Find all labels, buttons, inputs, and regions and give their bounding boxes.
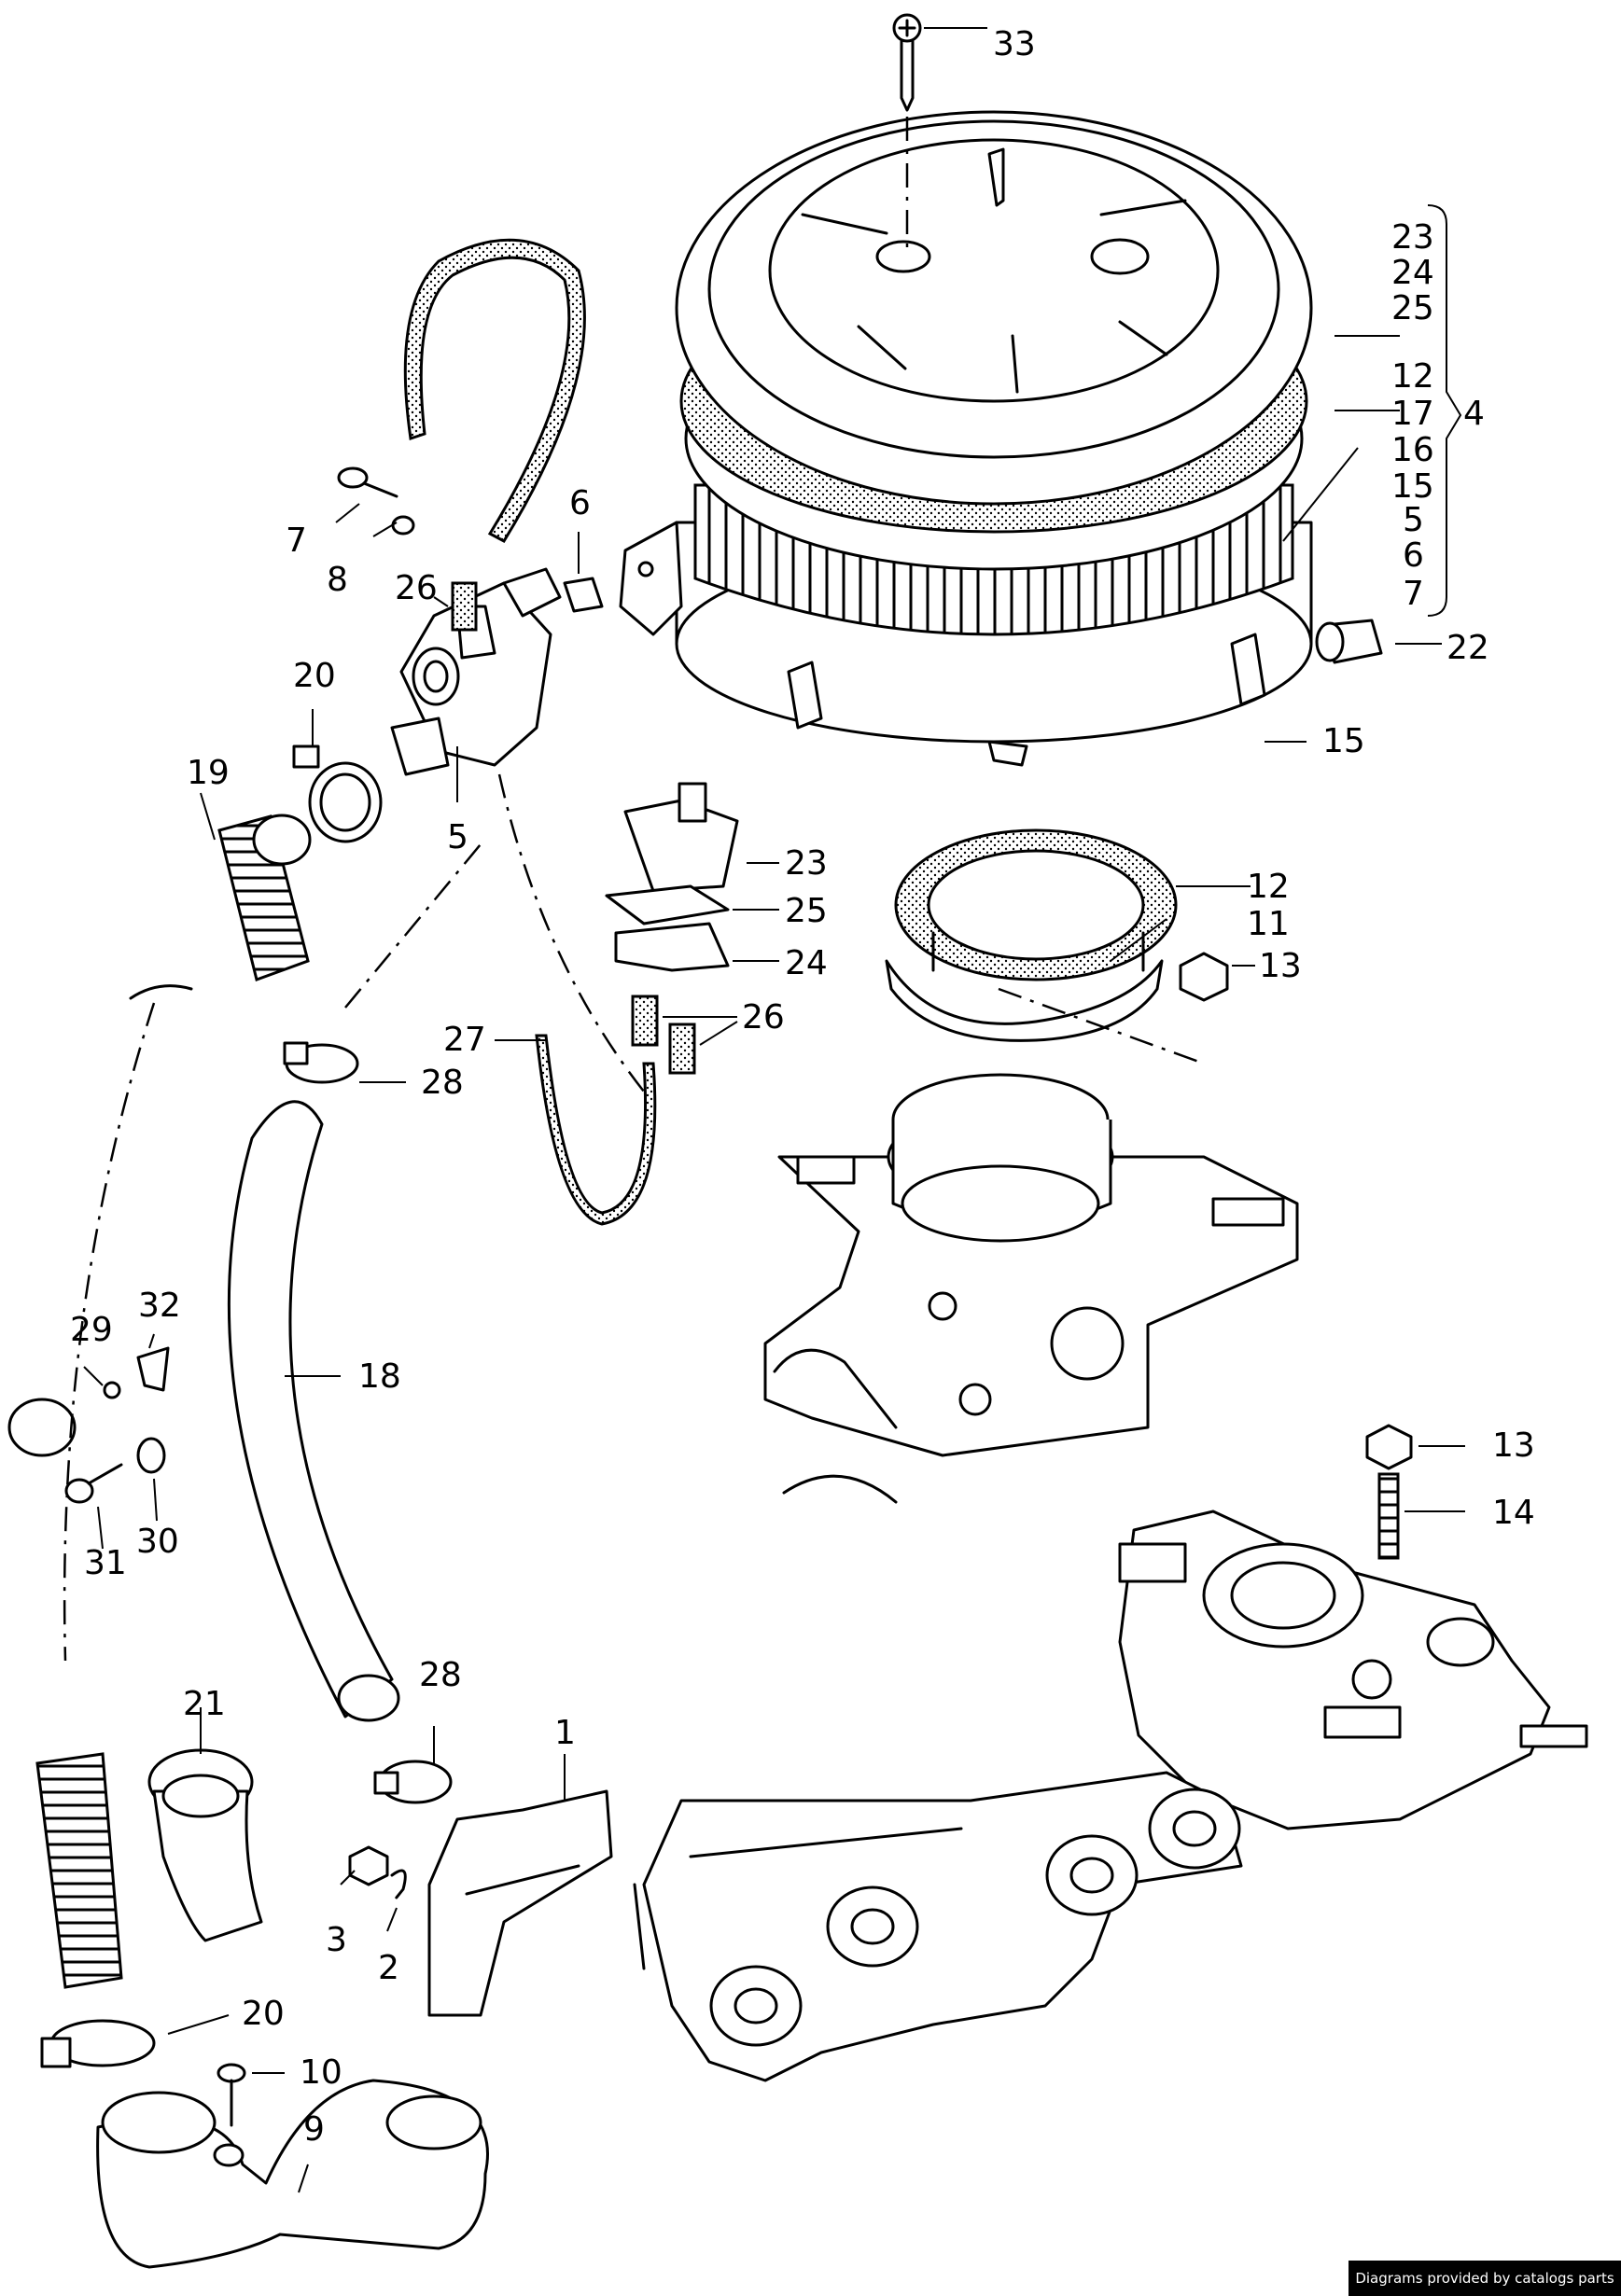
callout-10: 10 [300,2053,342,2092]
callout-33: 33 [993,25,1036,63]
clip-part-6 [563,577,604,613]
callout-6: 6 [569,484,591,522]
flange-plate-part-11 [885,959,1164,1042]
group-callout-23: 23 [1391,218,1434,257]
heat-shield-part-1 [427,1789,613,2017]
intake-pipe-part-21 [147,1748,263,1942]
nut-part-3 [348,1845,389,1886]
group-callout-17: 17 [1391,395,1434,433]
callout-14: 14 [1492,1494,1535,1532]
callout-28-upper: 28 [421,1064,464,1102]
callout-5-valve: 5 [447,818,468,856]
clamp-part-20-lower [40,2019,156,2068]
credit-badge: Diagrams provided by catalogs parts [1349,2261,1621,2296]
callout-20-upper: 20 [293,657,336,695]
hose-part-26-a [631,995,659,1047]
clamp-part-28-upper [283,1041,359,1084]
callout-20-lower: 20 [242,1995,285,2033]
hose-part-27 [535,1034,657,1226]
bracket-part-24 [614,922,730,972]
callout-18: 18 [358,1357,401,1396]
group-callout-7: 7 [1403,575,1424,613]
callout-11: 11 [1247,905,1290,943]
callout-29: 29 [70,1311,113,1349]
group-callout-6: 6 [1403,536,1424,575]
clip-part-2 [390,1869,407,1899]
callout-22: 22 [1446,629,1489,667]
callout-30: 30 [136,1523,179,1561]
group-callout-24: 24 [1391,254,1434,292]
intake-manifold [633,1771,1243,2082]
leader-lines [83,27,1465,2193]
clamp-part-28-lower [373,1760,453,1804]
callout-32: 32 [138,1287,181,1325]
callout-24: 24 [785,944,828,982]
callout-28-lower: 28 [419,1656,462,1694]
callout-1: 1 [554,1714,576,1752]
thermo-valve-part-5 [390,567,562,776]
callout-9: 9 [303,2110,325,2149]
callout-21: 21 [183,1685,226,1723]
group-callout-25: 25 [1391,289,1434,327]
vacuum-hose-loop [403,238,586,543]
callout-7: 7 [286,522,307,560]
callout-8: 8 [327,561,348,599]
group-callout-12: 12 [1391,357,1434,396]
valve-part-23 [623,782,739,893]
ring-part-29 [7,1398,77,1457]
callout-12: 12 [1247,868,1290,906]
callout-15: 15 [1322,722,1365,760]
screw-part-31 [64,1478,94,1504]
carburetor-assembly [763,1073,1299,1504]
callout-19: 19 [187,754,230,792]
callout-labels: 33 23 24 25 12 17 16 15 5 6 7 4 22 15 12… [70,25,1535,2149]
callout-23: 23 [785,844,828,883]
corrugated-hose-part-19 [217,814,310,981]
corrugated-hose-lower [35,1752,123,1989]
carburetor-lower-part [1118,1510,1588,1830]
callout-26-lower: 26 [742,998,785,1037]
callout-3: 3 [326,1921,347,1959]
group-callout-4: 4 [1463,395,1485,433]
callout-25: 25 [785,892,828,930]
callout-27: 27 [443,1021,486,1059]
gasket-part-25 [605,884,730,925]
stud-part-14 [1377,1472,1400,1560]
screw-part-33 [892,13,922,112]
callout-13-lower: 13 [1492,1426,1535,1465]
callout-26-upper: 26 [395,569,438,607]
screw-part-10 [217,2063,246,2127]
group-callout-5: 5 [1403,501,1424,539]
nut-part-13-lower [1365,1424,1413,1470]
washer-part-8 [391,515,415,536]
callout-2: 2 [378,1949,399,1987]
hose-part-26-upper [451,581,478,632]
callout-13-upper: 13 [1259,947,1302,985]
hose-part-18 [227,1100,394,1719]
air-cleaner-assembly [619,110,1383,767]
washer-part-30 [136,1437,166,1474]
nut-part-13-upper [1179,952,1229,1002]
callout-31: 31 [84,1544,127,1582]
clamp-part-20-upper [292,744,383,843]
screw-part-7 [337,466,398,498]
clip-part-32 [136,1346,170,1392]
group-callout-15: 15 [1391,467,1434,506]
group-callout-16: 16 [1391,431,1434,469]
hose-part-26-b [668,1023,696,1075]
